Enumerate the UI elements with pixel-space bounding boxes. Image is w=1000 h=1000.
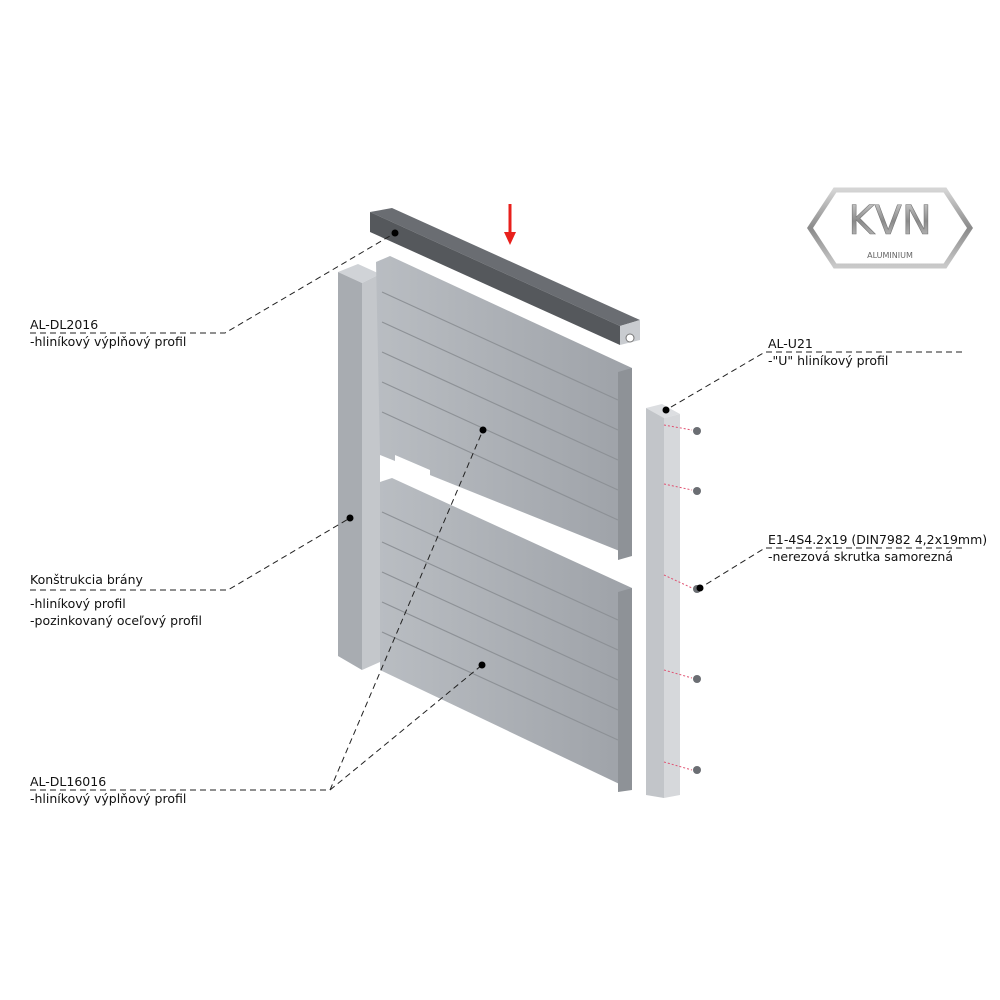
label-line: -hliníkový výplňový profil [30,334,187,349]
lower-infill-panel [380,478,632,792]
pointer-dot [662,406,670,414]
screw-icon [693,427,701,435]
pointer-dot [479,426,487,434]
kvn-aluminium-logo: KVN ALUMINIUM [807,187,973,269]
label-line: -nerezová skrutka samorezná [768,549,953,564]
label-al-u21: AL-U21 -"U" hliníkový profil [768,335,888,369]
upper-infill-panel [376,256,632,560]
pointer-dot [391,229,399,237]
screw-icon [693,675,701,683]
label-al-dl16016: AL-DL16016 -hliníkový výplňový profil [30,773,186,807]
screws [663,424,693,771]
pointer-dot [478,661,486,669]
pointer-dot [346,514,354,522]
label-title: AL-U21 [768,336,813,351]
leader-lines [30,232,962,791]
label-screw: E1-4S4.2x19 (DIN7982 4,2x19mm) -nerezová… [768,531,987,565]
top-profile-al-dl2016 [370,208,640,345]
label-title: AL-DL16016 [30,774,107,789]
logo-sub-text: ALUMINIUM [867,251,913,260]
label-al-dl2016: AL-DL2016 -hliníkový výplňový profil [30,316,186,350]
gate-frame-post [338,264,380,670]
label-line: -pozinkovaný oceľový profil [30,613,202,628]
screw-icon [693,766,701,774]
screw-icon [693,487,701,495]
red-down-arrow-icon [504,204,516,245]
label-line: -hliníkový výplňový profil [30,791,187,806]
label-gate-construction: Konštrukcia brány -hliníkový profil -poz… [30,571,202,629]
logo-main-text: KVN [848,198,932,244]
label-title: Konštrukcia brány [30,572,143,587]
label-title: E1-4S4.2x19 (DIN7982 4,2x19mm) [768,532,988,547]
pointer-dot [696,584,704,592]
label-title: AL-DL2016 [30,317,99,332]
label-line: -"U" hliníkový profil [768,353,889,368]
u-profile-al-u21 [646,404,680,798]
label-line: -hliníkový profil [30,596,126,611]
